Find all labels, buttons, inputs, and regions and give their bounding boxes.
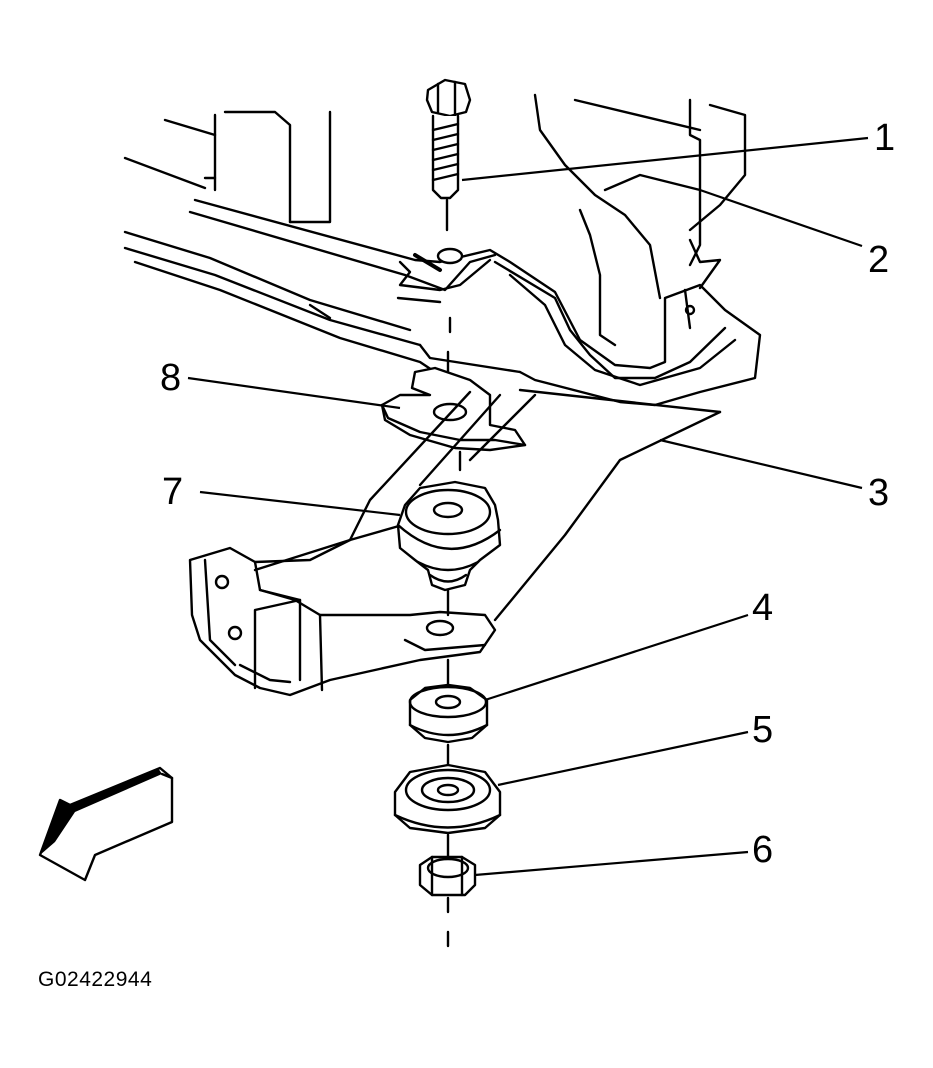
callout-8: 8 bbox=[160, 357, 181, 399]
bolt bbox=[425, 78, 472, 232]
front-direction-arrow-icon bbox=[38, 766, 174, 882]
body-panel bbox=[123, 93, 762, 407]
callout-6: 6 bbox=[752, 829, 773, 871]
callout-1: 1 bbox=[874, 117, 895, 159]
retainer bbox=[393, 763, 502, 860]
upper-cushion bbox=[396, 480, 502, 617]
callout-3: 3 bbox=[868, 472, 889, 514]
callout-2: 2 bbox=[868, 239, 889, 281]
leader-lines bbox=[187, 136, 869, 877]
callout-5: 5 bbox=[752, 709, 773, 751]
nut bbox=[418, 855, 477, 948]
lower-cushion bbox=[408, 658, 489, 767]
figure-id: G02422944 bbox=[38, 968, 153, 991]
callout-4: 4 bbox=[752, 587, 773, 629]
callout-7: 7 bbox=[162, 471, 183, 513]
